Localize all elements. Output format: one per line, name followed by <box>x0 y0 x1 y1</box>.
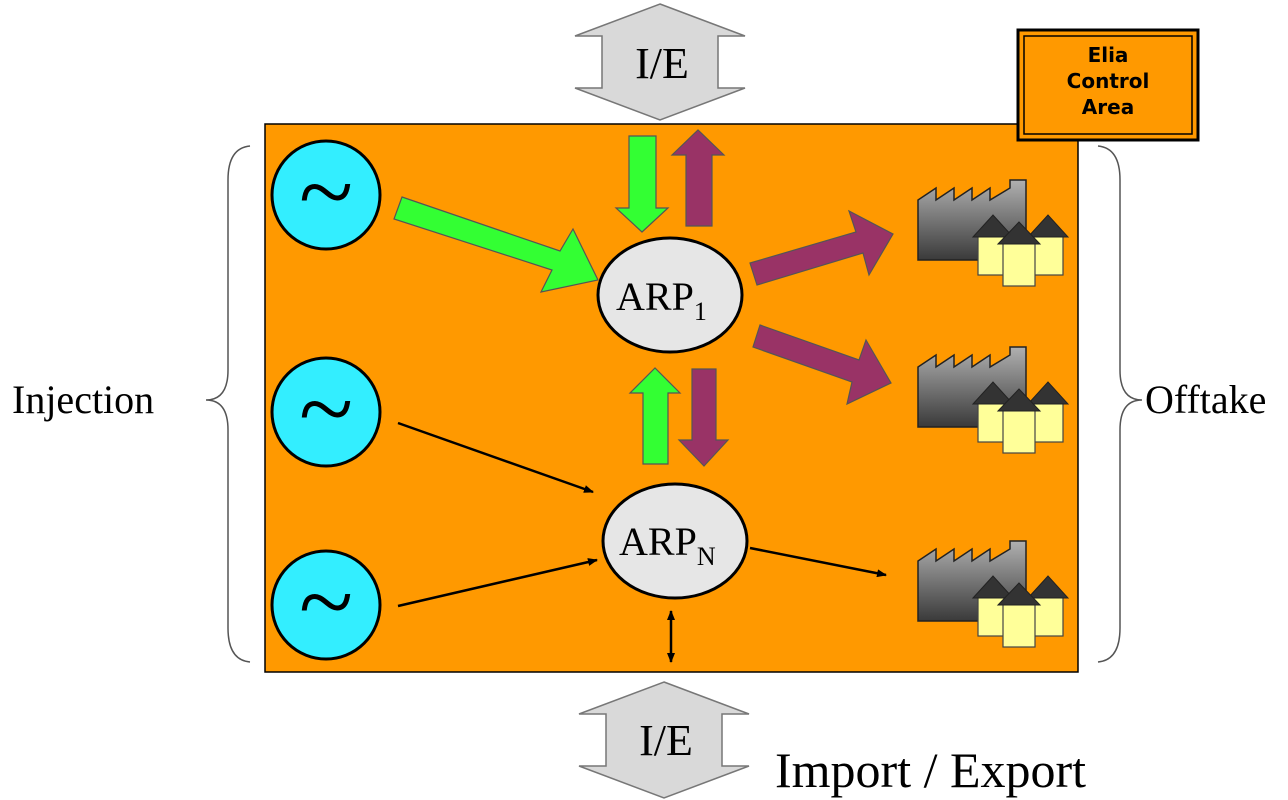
injection-arrow-gen1-arp1 <box>393 196 599 293</box>
flow-arpn-site3 <box>749 546 887 578</box>
generator-3-symbol: ~ <box>299 546 353 657</box>
import-export-label: Import / Export <box>775 742 1086 798</box>
offtake-arrow-arp1-site1 <box>749 209 894 286</box>
arp1-to-arpn-arrow <box>677 368 730 467</box>
control-area-label-line3: Area <box>1082 95 1134 119</box>
control-area-label: Elia Control Area <box>1016 28 1200 142</box>
arpn-label: ARP <box>619 519 697 564</box>
ie-injection-arrow-arp1 <box>614 135 670 233</box>
control-area-label-line1: Elia <box>1088 43 1129 67</box>
control-area-label-line2: Control <box>1067 69 1150 93</box>
offtake-label: Offtake <box>1145 377 1266 422</box>
generator-1: ~ <box>270 136 382 251</box>
ie-offtake-arrow-arp1 <box>670 129 726 227</box>
arp1-subscript: 1 <box>694 297 707 326</box>
flow-gen2-arpn <box>397 421 594 494</box>
ie-top-arrow: I/E <box>574 3 746 121</box>
generator-2-symbol: ~ <box>299 353 353 464</box>
offtake-brace <box>1097 145 1143 663</box>
generator-2: ~ <box>270 353 382 468</box>
generator-3: ~ <box>270 546 382 661</box>
arpn-to-arp1-arrow <box>628 367 682 465</box>
arp1-label: ARP <box>616 274 694 319</box>
injection-brace <box>205 145 251 663</box>
arpn-subscript: N <box>697 542 716 571</box>
injection-label: Injection <box>12 377 154 422</box>
arpn-node: ARPN <box>601 482 749 600</box>
arp1-node: ARP1 <box>596 236 744 354</box>
ie-bottom-label: I/E <box>639 716 693 765</box>
generator-1-symbol: ~ <box>299 136 353 247</box>
offtake-arrow-arp1-site2 <box>752 324 892 406</box>
ie-top-label: I/E <box>635 39 689 88</box>
ie-bottom-arrow: I/E <box>578 681 750 799</box>
flow-gen3-arpn <box>397 558 598 608</box>
svg-text:ARPN: ARPN <box>619 519 716 571</box>
svg-text:ARP1: ARP1 <box>616 274 707 326</box>
